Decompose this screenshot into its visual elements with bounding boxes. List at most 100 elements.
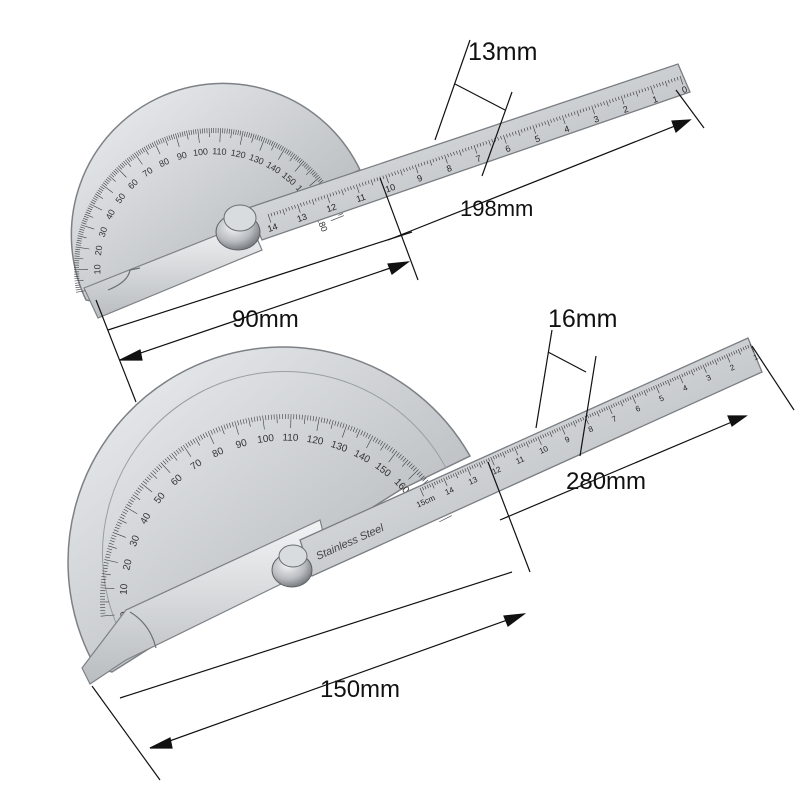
- large-degree-tick: [312, 416, 315, 422]
- large-degree-tick: [380, 442, 386, 451]
- large-degree-tick: [123, 508, 129, 512]
- small-ruler-tick: [276, 210, 279, 215]
- small-ruler-tick: [591, 105, 595, 115]
- large-ruler-tick: [506, 449, 509, 454]
- large-degree-tick: [101, 573, 111, 576]
- small-ruler-tick: [667, 79, 670, 84]
- large-ruler-tick: [620, 400, 624, 407]
- small-degree-tick: [83, 218, 88, 221]
- large-degree-tick: [150, 472, 158, 479]
- large-degree-tick: [375, 438, 379, 443]
- small-ruler-tick: [288, 207, 290, 211]
- large-degree-tick: [100, 587, 115, 589]
- small-ruler-tick: [323, 195, 326, 199]
- large-ruler-number: 14: [444, 485, 456, 497]
- small-degree-tick: [111, 171, 116, 176]
- large-degree-tick: [316, 416, 320, 431]
- large-protractor: 0102030405060708090100110120130140150160…: [67, 337, 763, 685]
- small-ruler-tick: [626, 93, 629, 98]
- small-ruler-tick: [623, 94, 626, 99]
- large-ruler-number: 1: [752, 352, 760, 362]
- small-degree-tick: [314, 174, 319, 179]
- small-degree-tick: [181, 131, 184, 137]
- large-degree-tick: [195, 437, 201, 446]
- small-degree-tick: [107, 177, 112, 181]
- small-degree-tick: [256, 135, 259, 141]
- small-ruler-tick: [535, 124, 538, 128]
- large-degree-tick: [102, 570, 108, 572]
- large-degree-tick: [356, 429, 361, 438]
- large-degree-tick: [388, 450, 398, 463]
- small-protractor-arm: [83, 221, 263, 319]
- small-ruler-tick: [335, 191, 338, 195]
- small-degree-tick: [243, 131, 246, 137]
- small-degree-tick: [239, 130, 242, 136]
- small-ruler-tick: [497, 137, 499, 141]
- large-ruler-tick: [636, 393, 639, 397]
- large-ruler-tick: [721, 356, 724, 360]
- small-degree-tick: [128, 156, 133, 162]
- large-ruler-tick: [549, 431, 553, 438]
- large-ruler-tick: [608, 405, 613, 415]
- large-degree-tick: [402, 459, 409, 467]
- large-degree-tick: [256, 416, 259, 422]
- small-ruler-tick: [647, 86, 650, 91]
- small-degree-tick: [125, 159, 132, 167]
- small-ruler-tick: [520, 129, 523, 133]
- small-degree-tick: [274, 143, 278, 148]
- small-degree-label: 110: [212, 146, 227, 157]
- large-degree-label: 40: [138, 511, 153, 527]
- small-degree-label: 30: [97, 226, 110, 239]
- large-degree-tick: [304, 414, 306, 424]
- large-degree-label: 100: [257, 433, 275, 446]
- large-degree-label: 90: [235, 437, 249, 451]
- small-degree-tick: [338, 213, 344, 216]
- large-ruler-tick: [499, 452, 502, 457]
- small-ruler-tick: [603, 101, 605, 106]
- large-degree-tick: [207, 430, 215, 444]
- large-ruler-tick: [575, 419, 578, 424]
- small-degree-label: 10: [92, 264, 102, 274]
- large-ruler-tick: [596, 410, 600, 417]
- small-ruler-number: 14: [266, 221, 279, 234]
- large-ruler-tick: [671, 377, 674, 382]
- small-ruler-tick: [653, 84, 655, 89]
- large-degree-tick: [262, 415, 265, 430]
- large-degree-tick: [210, 429, 213, 435]
- large-degree-tick: [329, 419, 331, 425]
- small-degree-tick: [286, 149, 290, 155]
- large-degree-tick: [169, 454, 173, 460]
- large-degree-tick: [158, 464, 163, 469]
- small-ruler-tick: [311, 199, 315, 205]
- large-ruler-tick: [686, 371, 689, 376]
- small-degree-tick: [186, 130, 189, 140]
- small-ruler-tick: [364, 181, 367, 185]
- small-degree-tick: [96, 191, 101, 195]
- large-degree-tick: [122, 511, 127, 515]
- large-ruler-tick: [558, 427, 561, 431]
- large-ruler-number: 12: [491, 464, 503, 476]
- small-ruler-tick: [491, 138, 494, 143]
- large-ruler-tick: [537, 436, 542, 445]
- small-degree-tick: [88, 205, 94, 209]
- small-degree-tick: [258, 135, 261, 141]
- large-degree-tick: [309, 415, 312, 421]
- large-degree-tick: [347, 425, 350, 431]
- large-ruler-tick: [690, 369, 694, 376]
- small-degree-tick: [251, 133, 255, 143]
- small-degree-tick: [80, 226, 86, 229]
- small-ruler-ticks: [267, 75, 684, 223]
- large-ruler-tick: [473, 464, 476, 468]
- small-ruler-tick: [476, 143, 479, 148]
- large-ruler-tick: [631, 395, 637, 404]
- small-degree-tick: [105, 178, 110, 183]
- small-ruler-tick: [629, 92, 632, 97]
- small-ruler-tick: [300, 203, 302, 207]
- small-ruler-tick: [579, 109, 582, 113]
- small-degree-tick: [266, 139, 270, 145]
- small-ruler-tick: [679, 75, 684, 85]
- small-degree-tick: [97, 189, 103, 194]
